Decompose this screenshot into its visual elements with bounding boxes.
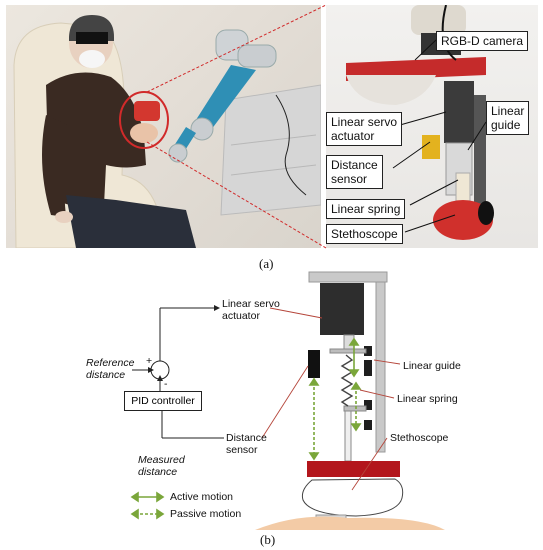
arrowhead-to-actuator	[214, 305, 220, 311]
slider-plate-lower	[343, 405, 367, 412]
leader-spring	[409, 179, 459, 206]
callout-linear-guide: Linear guide	[486, 101, 530, 135]
panel-label-b: (b)	[260, 532, 276, 547]
frame-top-plate	[308, 271, 388, 283]
spring-coil	[340, 354, 354, 407]
robot-arm-scene	[13, 15, 321, 248]
legend-active-arrow	[130, 491, 165, 503]
skin-surface	[255, 516, 445, 530]
zoom-connector	[146, 4, 487, 249]
slider-plate-upper	[329, 348, 367, 354]
leader-actuator-b	[269, 307, 323, 319]
leader-sensor	[392, 141, 431, 169]
label-measured-distance: Measured distance	[138, 454, 185, 478]
callout-rgbd-camera: RGB-D camera	[436, 31, 529, 51]
legend-active-motion: Active motion	[170, 491, 234, 503]
panel-a: RGB-D camera Linear servo actuator Linea…	[0, 0, 543, 271]
frame-rail	[375, 281, 386, 453]
guide-block-upper	[364, 346, 372, 356]
arrowhead-to-sum	[148, 367, 154, 373]
label-linear-servo-actuator: Linear servo actuator	[222, 298, 280, 322]
stethoscope-head	[307, 461, 400, 477]
guide-block-mid	[364, 360, 372, 376]
label-stethoscope: Stethoscope	[390, 432, 449, 444]
label-minus-sign: -	[164, 378, 168, 390]
label-linear-guide: Linear guide	[403, 360, 461, 372]
guide-block-lower	[364, 400, 372, 410]
leader-actuator	[399, 111, 447, 126]
legend-passive-motion: Passive motion	[170, 508, 242, 520]
label-reference-distance: Reference distance	[86, 357, 135, 381]
guide-block-bottom	[364, 420, 372, 430]
stethoscope-shaft	[344, 410, 352, 462]
label-plus-sign: +	[146, 355, 153, 367]
legend-passive-arrow	[130, 508, 165, 520]
leader-sensor-b	[261, 365, 309, 439]
label-linear-spring: Linear spring	[397, 393, 458, 405]
leader-spring-b	[359, 389, 395, 399]
pid-controller-box: PID controller	[124, 391, 202, 411]
callout-stethoscope: Stethoscope	[326, 224, 403, 244]
passive-motion-arrow-spring	[350, 381, 362, 432]
distance-sensor-block	[308, 350, 320, 378]
control-loop	[132, 307, 224, 439]
callout-linear-spring: Linear spring	[326, 199, 406, 219]
panel-label-a: (a)	[259, 256, 274, 271]
leader-guide	[467, 121, 487, 151]
callout-distance-sensor: Distance sensor	[326, 155, 383, 189]
stethoscope-diaphragm	[301, 478, 404, 517]
callout-linear-servo-actuator: Linear servo actuator	[326, 112, 403, 146]
active-motion-arrow-actuator	[348, 337, 360, 378]
leader-rgbd	[414, 39, 437, 61]
label-distance-sensor: Distance sensor	[226, 432, 267, 456]
passive-motion-arrow-distance	[308, 377, 320, 461]
arrowhead-feedback	[157, 375, 163, 381]
leader-stethoscope-b	[351, 437, 388, 491]
robot-arm-photo	[6, 5, 321, 248]
leader-guide-b	[373, 359, 401, 365]
zoom-line-top	[146, 4, 327, 93]
leader-stethoscope	[404, 214, 456, 233]
actuator-body	[320, 283, 364, 335]
